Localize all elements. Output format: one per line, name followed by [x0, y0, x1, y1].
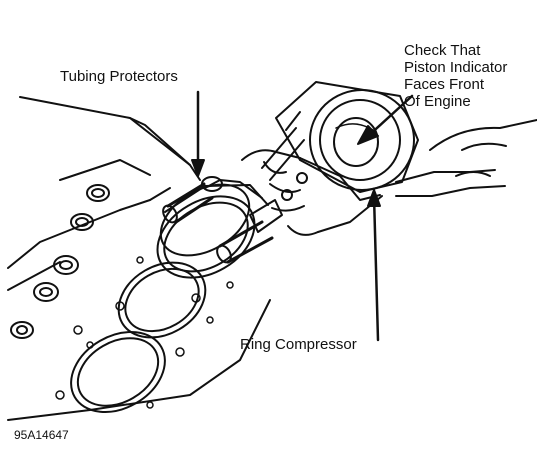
ring-compressor-arrow — [372, 194, 380, 342]
bolt-holes — [10, 184, 110, 339]
piston-indicator-label: Check That Piston Indicator Faces Front … — [404, 42, 508, 110]
figure-code: 95A14647 — [14, 428, 69, 442]
engine-block — [7, 96, 271, 421]
ring-compressor-label: Ring Compressor — [240, 336, 357, 353]
water-passages — [55, 256, 234, 409]
tubing-protectors-label: Tubing Protectors — [60, 68, 178, 85]
leader-arrows — [191, 90, 414, 342]
cylinder-bores — [70, 195, 256, 413]
ring-compressor-tool — [261, 81, 419, 201]
piston-and-rod — [159, 176, 283, 264]
